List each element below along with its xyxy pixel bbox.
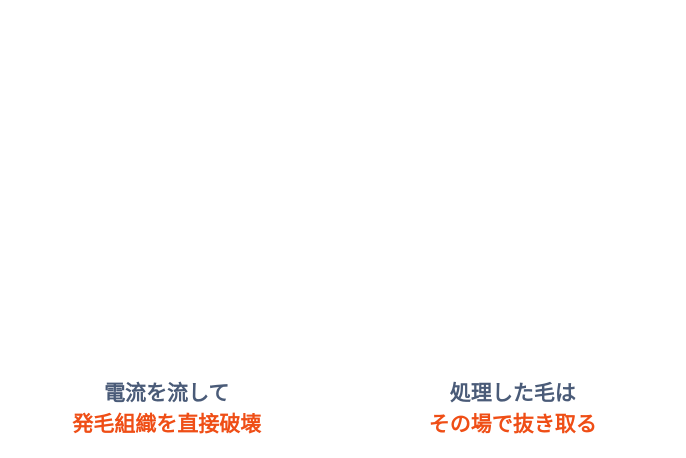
step-caption-left-line2: 発毛組織を直接破壊 xyxy=(72,412,262,436)
step-caption-left: 電流を流して 発毛組織を直接破壊 xyxy=(17,378,317,440)
step-caption-right-line2: その場で抜き取る xyxy=(429,412,597,436)
step-caption-right-line1: 処理した毛は xyxy=(450,381,576,405)
step-caption-right: 処理した毛は その場で抜き取る xyxy=(363,378,663,440)
step-caption-left-line1: 電流を流して xyxy=(104,381,230,405)
